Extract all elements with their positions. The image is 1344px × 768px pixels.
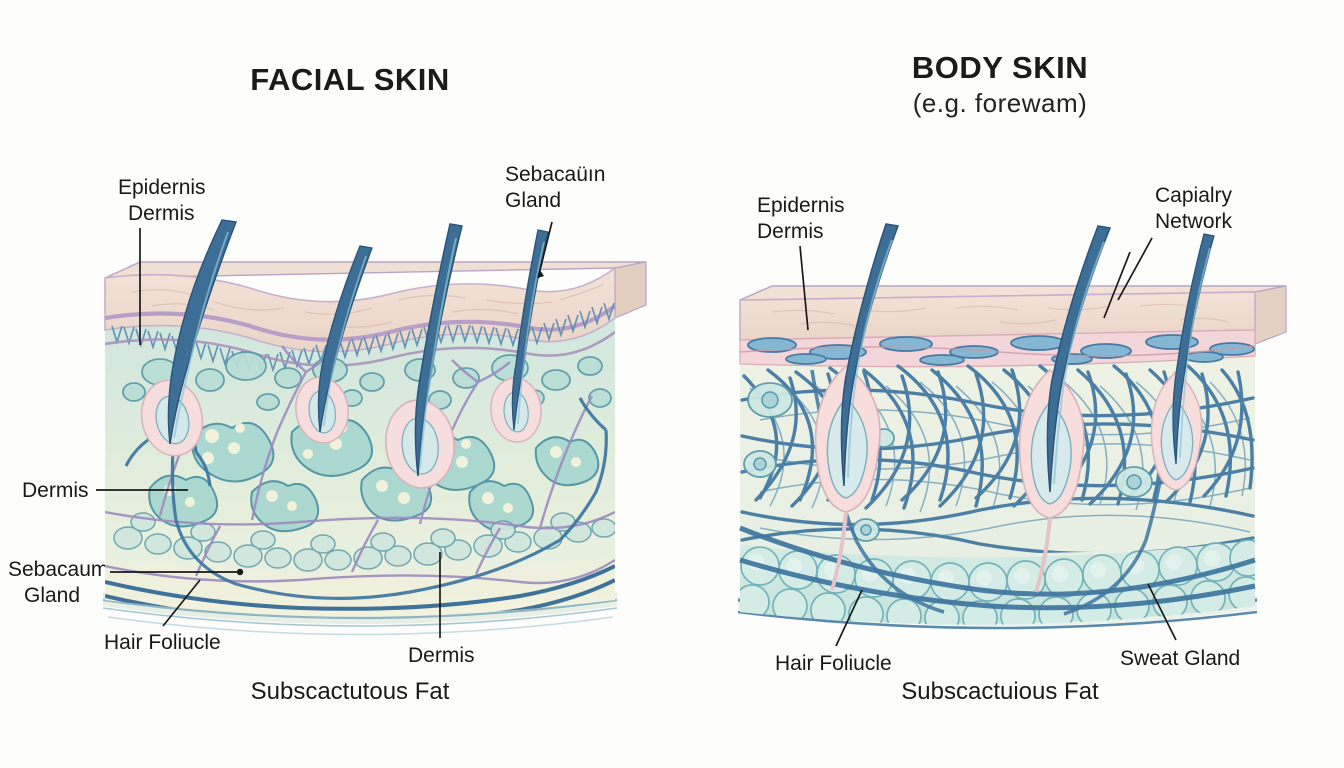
label-body-dermis: Dermis bbox=[757, 220, 824, 243]
facial-epidermis-layer bbox=[104, 266, 616, 353]
leader-body-sweat-gland bbox=[1147, 583, 1177, 641]
leader-body-hair-follicle bbox=[835, 589, 863, 647]
label-facial-dermis-bottom: Dermis bbox=[408, 644, 475, 667]
facial-panel-title: FACIAL SKIN bbox=[250, 62, 450, 97]
facial-epidermis-right-face bbox=[614, 261, 647, 319]
body-deep-vessels bbox=[739, 525, 1256, 611]
label-body-hair-follicle: Hair Foliucle bbox=[775, 652, 892, 675]
body-hair-follicles bbox=[814, 223, 1215, 593]
facial-hair-follicle-2 bbox=[295, 245, 373, 444]
facial-hair-follicle-3 bbox=[385, 223, 463, 489]
label-facial-dermis-top: Dermis bbox=[128, 202, 195, 225]
facial-hair-follicle-1 bbox=[140, 219, 237, 457]
label-facial-dermis-left: Dermis bbox=[22, 479, 89, 502]
caption-facial-subcutaneous-fat: Subscactutous Fat bbox=[250, 678, 450, 705]
body-panel-subtitle: (e.g. forewam) bbox=[912, 88, 1088, 118]
facial-hair-follicle-4 bbox=[490, 229, 549, 443]
body-epidermis-right-face bbox=[1254, 285, 1287, 345]
label-facial-sebaceous-top-line2: Gland bbox=[505, 189, 562, 212]
label-facial-sebaceous-left-line2: Gland bbox=[24, 584, 81, 607]
body-hair-follicle-1 bbox=[814, 223, 900, 591]
leader-facial-sebaceous-top bbox=[537, 221, 553, 279]
facial-deep-fascia bbox=[102, 592, 618, 636]
body-hair-follicle-2 bbox=[1018, 225, 1112, 593]
facial-hair-follicles bbox=[140, 219, 549, 489]
facial-skin-block bbox=[102, 219, 647, 636]
label-facial-sebaceous-top-line1: Sebacaüın bbox=[505, 163, 606, 186]
body-skin-block bbox=[737, 223, 1287, 630]
label-body-epidermis: Epidernis bbox=[757, 194, 845, 217]
label-body-capillary-line1: Capialry bbox=[1155, 184, 1233, 207]
leader-lines bbox=[96, 221, 1177, 647]
body-hair-follicle-3 bbox=[1150, 233, 1215, 491]
label-body-sweat-gland: Sweat Gland bbox=[1120, 647, 1241, 670]
label-facial-hair-follicle: Hair Foliucle bbox=[104, 631, 221, 654]
label-facial-sebaceous-left-line1: Sebacaum bbox=[8, 558, 109, 581]
leader-facial-hair-follicle bbox=[162, 579, 201, 627]
leader-body-epidermis-dermis bbox=[799, 245, 809, 331]
caption-body-subcutaneous-fat: Subscactuious Fat bbox=[901, 678, 1099, 705]
facial-reticular-dermis bbox=[105, 512, 615, 574]
label-body-capillary-line2: Network bbox=[1155, 210, 1233, 233]
leader-body-capillary-2 bbox=[1103, 251, 1131, 319]
label-facial-epidermis: Epidernis bbox=[118, 176, 206, 199]
body-panel-title: BODY SKIN bbox=[911, 50, 1089, 85]
leader-body-capillary bbox=[1117, 237, 1153, 301]
